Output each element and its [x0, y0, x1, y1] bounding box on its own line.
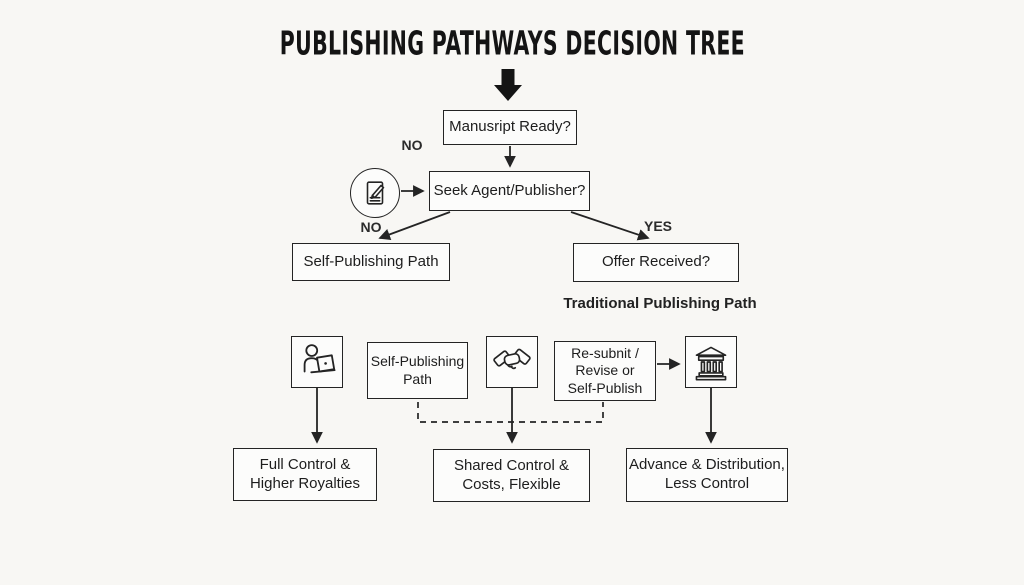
label-no-top: NO — [401, 137, 423, 153]
resubmit-option-line2: Revise or — [575, 362, 635, 379]
outcome-full-control-line2: Higher Royalties — [249, 474, 361, 492]
node-resubmit-option: Re-subnit / Revise or Self-Publish — [554, 341, 656, 401]
handshake-iconbox — [486, 336, 538, 388]
outcome-advance-line2: Less Control — [664, 475, 750, 492]
page-title: PUBLISHING PATHWAYS DECISION TREE — [279, 25, 745, 63]
node-manuscript-ready: Manusript Ready? — [443, 110, 577, 145]
outcome-full-control: Full Control & Higher Royalties — [233, 448, 377, 501]
document-edit-icon — [360, 178, 390, 208]
manuscript-icon-circle — [350, 168, 400, 218]
resubmit-option-line1: Re-subnit / — [571, 344, 639, 361]
bank-iconbox — [685, 336, 737, 388]
node-self-publishing-option: Self-Publishing Path — [367, 342, 468, 399]
diagram-title-wrap: PUBLISHING PATHWAYS DECISION TREE — [0, 25, 1024, 63]
node-manuscript-ready-label: Manusript Ready? — [449, 118, 571, 136]
node-self-publishing-path-label: Self-Publishing Path — [303, 252, 439, 270]
resubmit-option-line3: Self-Publish — [567, 379, 643, 396]
writer-laptop-icon — [296, 341, 338, 383]
outcome-advance: Advance & Distribution, Less Control — [626, 448, 788, 502]
bank-icon — [691, 342, 731, 382]
node-seek-agent-label: Seek Agent/Publisher? — [433, 181, 586, 199]
outcome-shared-control: Shared Control & Costs, Flexible — [433, 449, 590, 502]
outcome-full-control-line1: Full Control & — [259, 455, 351, 473]
node-offer-received-label: Offer Received? — [601, 253, 711, 271]
handshake-icon — [491, 341, 533, 383]
node-seek-agent: Seek Agent/Publisher? — [429, 171, 590, 211]
label-no-left: NO — [360, 219, 382, 235]
self-publishing-option-line2: Path — [403, 370, 432, 387]
traditional-path-caption: Traditional Publishing Path — [563, 295, 757, 312]
writer-laptop-iconbox — [291, 336, 343, 388]
self-publishing-option-line1: Self-Publishing — [370, 352, 465, 369]
outcome-advance-line1: Advance & Distribution, — [629, 456, 785, 474]
outcome-shared-control-line1: Shared Control & — [453, 456, 570, 474]
outcome-shared-control-line2: Costs, Flexible — [462, 475, 561, 493]
node-self-publishing-path: Self-Publishing Path — [292, 243, 450, 281]
big-down-arrow-icon — [494, 69, 522, 101]
node-offer-received: Offer Received? — [573, 243, 739, 282]
label-yes: YES — [643, 218, 672, 234]
